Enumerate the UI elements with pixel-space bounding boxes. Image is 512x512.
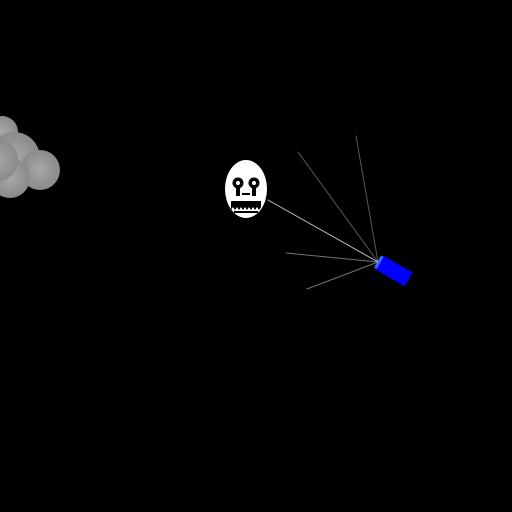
player-cannon[interactable]	[374, 255, 413, 287]
spark-ray	[355, 135, 379, 263]
cannon-icon	[375, 255, 413, 287]
spark-ray	[297, 151, 379, 263]
spark-ray	[267, 199, 379, 263]
nose	[242, 193, 250, 195]
mouth	[231, 201, 261, 210]
spark-ray	[285, 252, 379, 263]
spark-ray	[306, 261, 379, 290]
spark-rays	[267, 135, 379, 290]
smoke-cloud	[0, 116, 60, 198]
ghost-mask-enemy[interactable]	[225, 160, 267, 218]
